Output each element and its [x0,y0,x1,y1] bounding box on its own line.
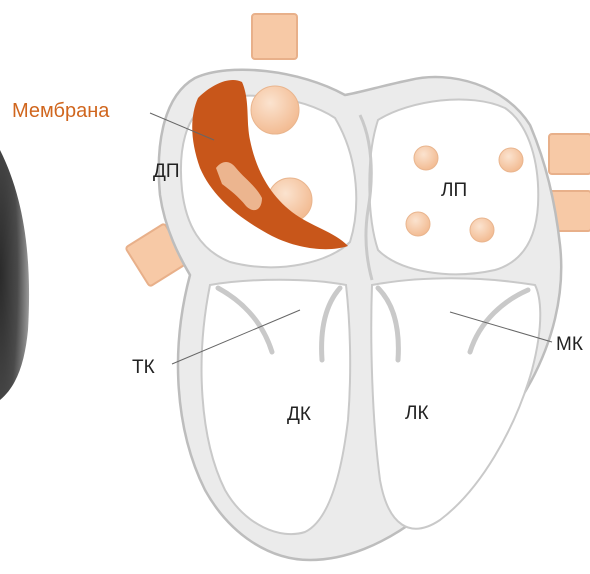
mitral-valve-label: МК [556,335,583,354]
vessel-superior [252,14,297,59]
tricuspid-valve-label: ТК [132,358,155,377]
echo-image-fragment [0,150,29,400]
right-atrium-opening-top [251,86,299,134]
left-atrium-opening-3 [406,212,430,236]
right-ventricle-label: ДК [287,405,311,424]
membrane-label: Мембрана [12,101,109,121]
left-atrium-opening-1 [414,146,438,170]
left-atrium-opening-4 [470,218,494,242]
right-atrium-label: ДП [153,162,180,181]
left-atrium-label: ЛП [441,181,467,200]
left-ventricle-label: ЛК [405,404,429,423]
vessel-pulmonary-upper [549,134,590,174]
left-atrium-opening-2 [499,148,523,172]
